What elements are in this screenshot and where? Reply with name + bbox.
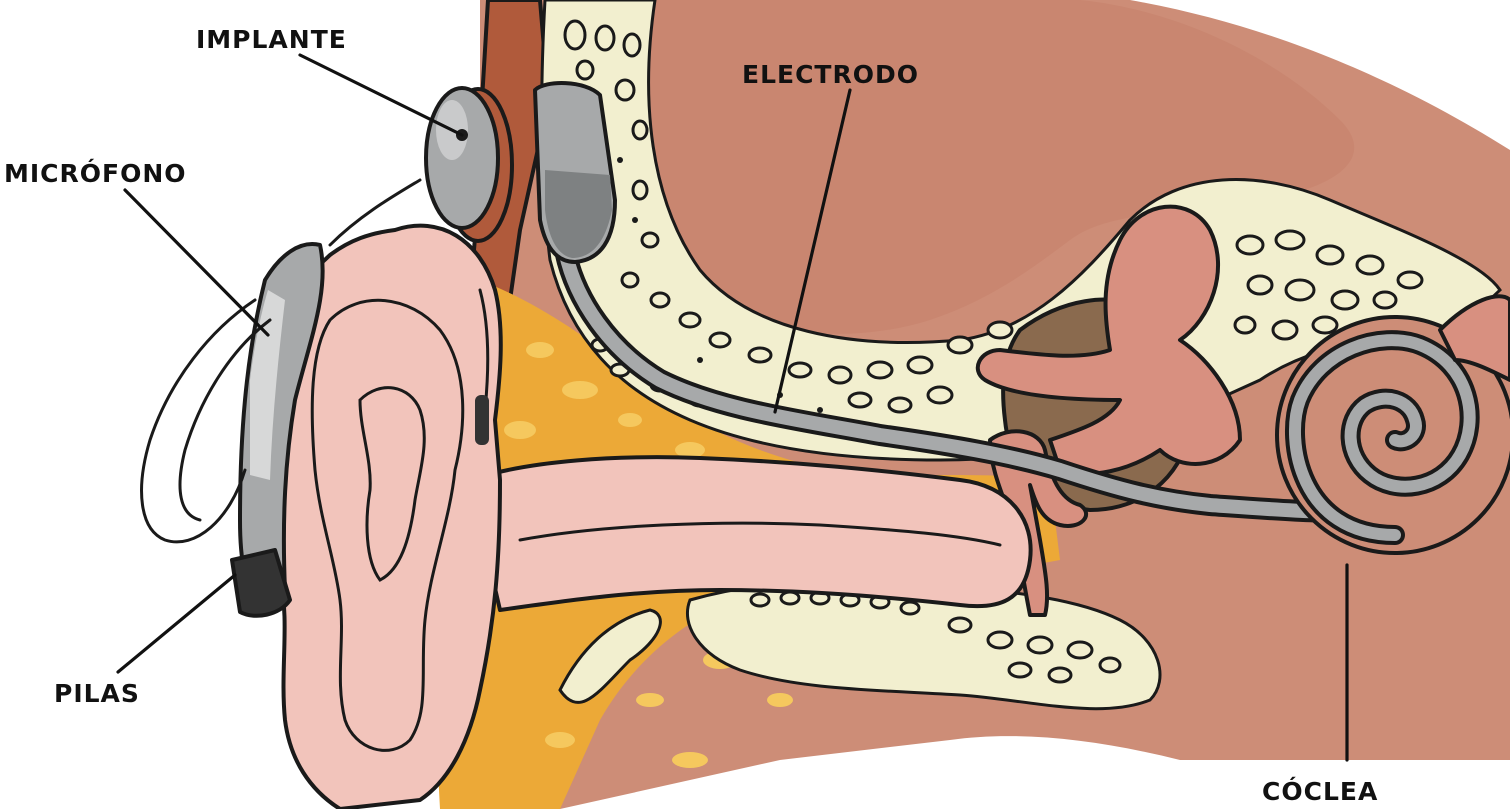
cable-loop	[142, 300, 255, 542]
label-electrode: ELECTRODO	[742, 60, 919, 89]
cable-clip	[475, 395, 489, 445]
leader-batteries	[118, 575, 235, 672]
leader-microphone	[125, 190, 268, 335]
label-batteries: PILAS	[54, 679, 140, 708]
label-microphone: MICRÓFONO	[4, 158, 187, 188]
label-implant: IMPLANTE	[196, 25, 347, 54]
leader-implant	[300, 55, 462, 135]
label-cochlea: CÓCLEA	[1262, 776, 1378, 806]
